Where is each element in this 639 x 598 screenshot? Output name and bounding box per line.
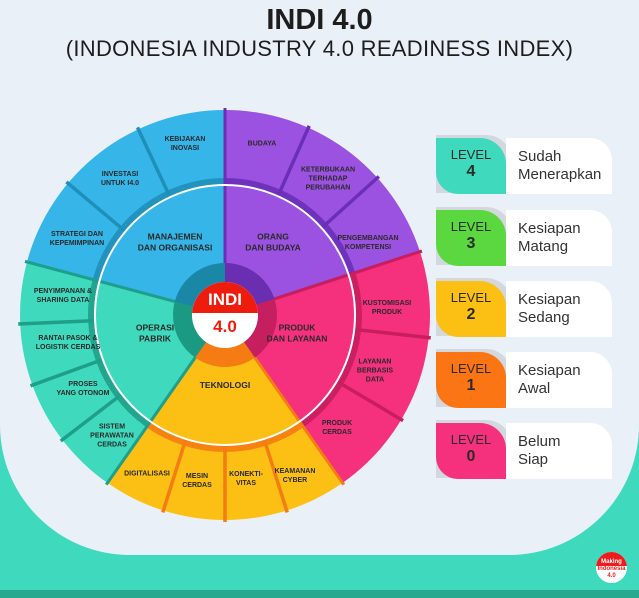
pillar-sector bbox=[243, 251, 430, 483]
logo-text-top: Making bbox=[596, 552, 627, 566]
field-label: DIGITALISASI bbox=[124, 470, 170, 477]
legend-card bbox=[506, 423, 612, 479]
field-divider bbox=[105, 341, 208, 486]
field-divider bbox=[161, 438, 188, 513]
pillar-hub bbox=[243, 298, 277, 358]
pillar-hub bbox=[174, 263, 225, 307]
level-badge: LEVEL 3 bbox=[436, 210, 506, 266]
level-badge: LEVEL 0 bbox=[436, 423, 506, 479]
page-title: INDI 4.0 bbox=[266, 4, 373, 36]
level-number: 3 bbox=[466, 235, 476, 252]
legend-card bbox=[506, 352, 612, 408]
field-label: PENYIMPANAN &SHARING DATA bbox=[34, 288, 92, 304]
pillar-ring-band bbox=[225, 178, 356, 275]
level-number: 2 bbox=[466, 306, 476, 323]
pillar-sector bbox=[107, 342, 343, 520]
level-badge: LEVEL 2 bbox=[436, 281, 506, 337]
level-label: LEVEL bbox=[450, 147, 492, 162]
center-title: INDI bbox=[208, 290, 242, 309]
center-version: 4.0 bbox=[213, 317, 237, 336]
page-subtitle: (INDONESIA INDUSTRY 4.0 READINESS INDEX) bbox=[65, 36, 574, 61]
field-divider bbox=[59, 392, 123, 443]
field-divider bbox=[262, 438, 289, 513]
field-divider bbox=[255, 249, 423, 307]
level-number: 4 bbox=[466, 163, 476, 180]
pillar-ring-band bbox=[146, 421, 304, 453]
field-divider bbox=[242, 341, 345, 486]
legend-card bbox=[506, 210, 612, 266]
pillar-sector bbox=[19, 261, 207, 483]
pillar-hub bbox=[195, 342, 255, 367]
level-number: 1 bbox=[466, 377, 476, 394]
level-label: LEVEL bbox=[450, 290, 492, 305]
level-number: 0 bbox=[466, 448, 476, 465]
field-divider bbox=[320, 175, 381, 230]
level-label: LEVEL bbox=[450, 361, 492, 376]
field-divider bbox=[29, 357, 104, 388]
field-label: KONEKTI-VITAS bbox=[229, 471, 264, 487]
level-label: LEVEL bbox=[450, 432, 492, 447]
pillar-hub bbox=[172, 301, 207, 358]
pillar-ring-band bbox=[92, 178, 226, 282]
field-divider bbox=[24, 259, 194, 308]
legend-card bbox=[506, 281, 612, 337]
field-divider bbox=[65, 180, 127, 233]
field-divider bbox=[354, 327, 431, 340]
pillar-ring-band bbox=[299, 272, 362, 428]
field-divider bbox=[276, 125, 311, 197]
field-divider bbox=[135, 126, 172, 198]
legend-card bbox=[506, 138, 612, 194]
field-divider bbox=[335, 379, 404, 423]
field-divider bbox=[18, 318, 96, 326]
pillar-hub bbox=[225, 263, 275, 305]
bottom-strip bbox=[0, 590, 639, 598]
pillar-label: TEKNOLOGI bbox=[200, 380, 251, 390]
pillar-sector bbox=[26, 110, 226, 307]
inner-ring-outline bbox=[94, 184, 356, 446]
level-label: LEVEL bbox=[450, 219, 492, 234]
level-badge: LEVEL 1 bbox=[436, 352, 506, 408]
field-label: RANTAI PASOK &LOGISTIK CERDAS bbox=[36, 335, 101, 351]
level-badge: LEVEL 4 bbox=[436, 138, 506, 194]
field-label: BUDAYA bbox=[248, 140, 277, 147]
pillar-sector bbox=[225, 110, 420, 305]
